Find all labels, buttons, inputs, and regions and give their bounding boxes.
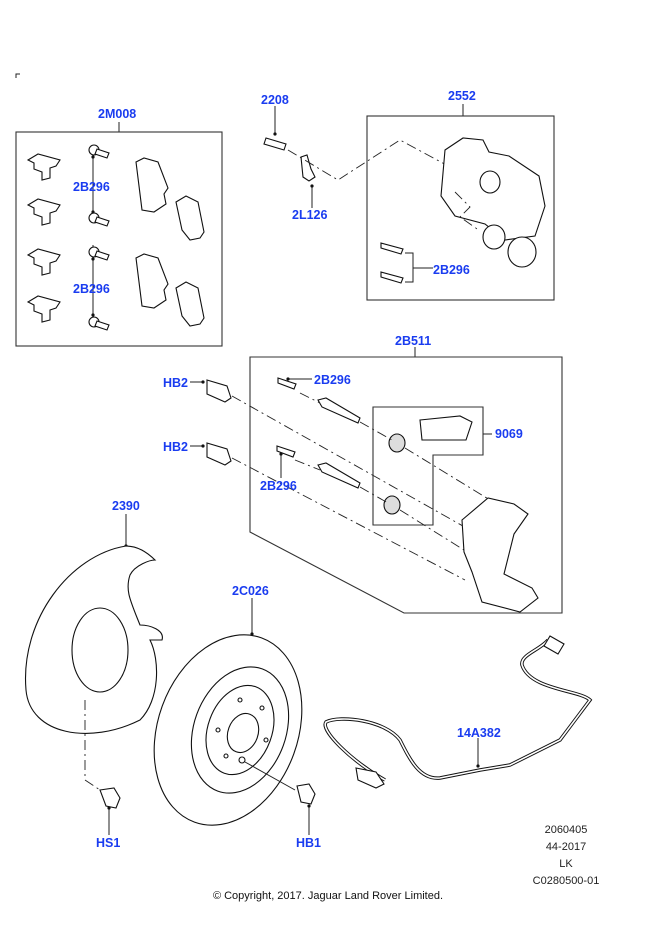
wear-sensor-cable-icon bbox=[323, 638, 593, 782]
seal-icon bbox=[482, 224, 506, 250]
callout-hb2-upper[interactable]: HB2 bbox=[163, 376, 189, 390]
caliper-box bbox=[366, 115, 555, 301]
shield-screw-icon bbox=[99, 787, 121, 809]
bleed-screw-icon bbox=[263, 137, 287, 151]
sensor-probe-icon bbox=[355, 767, 385, 789]
disc-screw-icon bbox=[296, 783, 316, 805]
callout-2b511[interactable]: 2B511 bbox=[395, 334, 432, 348]
callout-14a382[interactable]: 14A382 bbox=[457, 726, 501, 740]
grease-kit-box bbox=[372, 406, 484, 526]
brake-pad-kit-group bbox=[15, 122, 223, 347]
info-line-2: 44-2017 bbox=[545, 841, 587, 853]
callout-2b296-caliper[interactable]: 2B296 bbox=[433, 263, 470, 277]
brake-pad-icon bbox=[135, 157, 205, 327]
callout-2b296-pads-lower[interactable]: 2B296 bbox=[73, 282, 110, 296]
callout-hb2-lower[interactable]: HB2 bbox=[163, 440, 189, 454]
grease-sachet-icon bbox=[419, 415, 473, 441]
callout-hb1[interactable]: HB1 bbox=[296, 836, 322, 850]
caliper-carrier-icon bbox=[461, 497, 539, 613]
bleed-screw-group bbox=[263, 106, 453, 208]
sensor-connector-icon bbox=[543, 635, 565, 655]
callout-2208[interactable]: 2208 bbox=[261, 93, 289, 107]
callout-2c026[interactable]: 2C026 bbox=[232, 584, 269, 598]
pad-clip-icon bbox=[26, 153, 61, 323]
copyright-notice: © Copyright, 2017. Jaguar Land Rover Lim… bbox=[212, 890, 444, 902]
carrier-bolt-icon bbox=[206, 442, 232, 466]
callout-2b296-guide-lower[interactable]: 2B296 bbox=[260, 479, 297, 493]
bolt-icon bbox=[88, 144, 110, 331]
callout-2b296-guide-upper[interactable]: 2B296 bbox=[314, 373, 351, 387]
brake-pad-kit-box bbox=[15, 131, 223, 347]
carrier-kit-group bbox=[190, 347, 563, 614]
bracket-clip-icon bbox=[300, 154, 316, 182]
guide-boot-icon bbox=[383, 495, 401, 515]
guide-bolt-short-icon bbox=[276, 377, 297, 458]
dust-boot-icon bbox=[507, 236, 537, 268]
callout-2b296-pads-upper[interactable]: 2B296 bbox=[73, 180, 110, 194]
guide-pin-icon bbox=[317, 462, 361, 489]
callout-2390[interactable]: 2390 bbox=[112, 499, 140, 513]
info-line-4: C0280500-01 bbox=[532, 875, 600, 887]
caliper-bolt-icon bbox=[380, 242, 404, 284]
info-line-3: LK bbox=[559, 858, 573, 870]
brake-disc-group bbox=[153, 598, 316, 835]
callout-2l126[interactable]: 2L126 bbox=[292, 208, 328, 222]
callout-9069[interactable]: 9069 bbox=[495, 427, 523, 441]
guide-pin-icon bbox=[317, 397, 361, 424]
carrier-kit-box bbox=[249, 356, 563, 614]
info-line-1: 2060405 bbox=[544, 824, 588, 836]
callout-2m008[interactable]: 2M008 bbox=[98, 107, 137, 121]
callout-hs1[interactable]: HS1 bbox=[96, 836, 121, 850]
caliper-group bbox=[366, 104, 555, 301]
guide-boot-icon bbox=[388, 433, 406, 453]
carrier-bolt-icon bbox=[206, 379, 232, 403]
corner-mark bbox=[15, 73, 20, 78]
wear-sensor-group bbox=[323, 635, 593, 789]
splash-shield-group bbox=[24, 514, 163, 835]
callout-2552[interactable]: 2552 bbox=[448, 89, 476, 103]
